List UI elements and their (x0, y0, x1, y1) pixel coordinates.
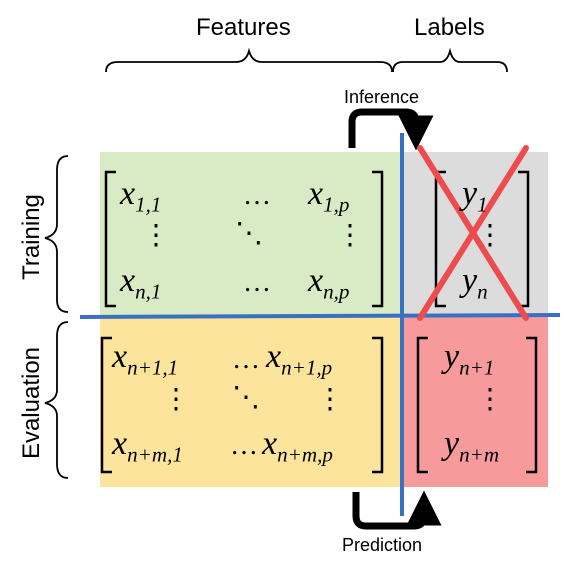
matrix-entry: xn+1,1 (112, 338, 179, 380)
matrix-entry: xn+m,p (262, 425, 333, 467)
matrix-entry: x1,1 (120, 175, 162, 217)
label-entry: y1 (462, 175, 488, 217)
labels-brace (392, 47, 508, 73)
bracket-right (526, 336, 538, 474)
ellipsis-diagonal: ⋱ (235, 218, 263, 249)
matrix-entry: xn+1,p (266, 338, 333, 380)
matrix-entry: x1,p (308, 175, 350, 217)
ellipsis-horizontal: … (243, 180, 271, 211)
evaluation-features-region (100, 317, 402, 487)
evaluation-row-label: Evaluation (18, 346, 45, 460)
bracket-left (434, 170, 446, 308)
bracket-right (372, 170, 384, 308)
training-features-region (100, 152, 402, 317)
ellipsis-vertical: ⋮ (142, 220, 170, 251)
ellipsis-horizontal: … (230, 430, 258, 461)
cross-out-icon (417, 145, 529, 321)
ellipsis-horizontal: … (232, 344, 260, 375)
label-entry: yn (462, 262, 488, 304)
labels-heading: Labels (414, 14, 485, 41)
inference-arrow-icon (348, 108, 434, 151)
features-brace (105, 47, 393, 73)
label-entry: yn+m (444, 425, 500, 467)
evaluation-labels-region (402, 317, 548, 487)
ellipsis-vertical: ⋮ (162, 384, 190, 415)
matrix-entry: xn,p (308, 262, 350, 304)
ellipsis-horizontal: … (243, 267, 271, 298)
ellipsis-vertical: ⋮ (316, 384, 344, 415)
label-entry: yn+1 (444, 338, 495, 380)
evaluation-brace (44, 321, 69, 479)
ellipsis-diagonal: ⋱ (232, 382, 260, 413)
training-brace (44, 155, 69, 313)
inference-label: Inference (344, 87, 420, 107)
ellipsis-vertical: ⋮ (476, 384, 504, 415)
prediction-label: Prediction (342, 535, 423, 555)
ellipsis-vertical: ⋮ (476, 220, 504, 251)
bracket-right (372, 336, 384, 474)
bracket-right (518, 170, 530, 308)
matrix-entry: xn+m,1 (112, 425, 183, 467)
prediction-arrow-icon (352, 490, 442, 530)
bracket-left (104, 170, 116, 308)
training-row-label: Training (18, 194, 45, 280)
horizontal-divider (79, 313, 561, 319)
bracket-left (100, 336, 112, 474)
features-heading: Features (196, 14, 291, 41)
ellipsis-vertical: ⋮ (336, 220, 364, 251)
bracket-left (416, 336, 428, 474)
matrix-entry: xn,1 (120, 262, 162, 304)
